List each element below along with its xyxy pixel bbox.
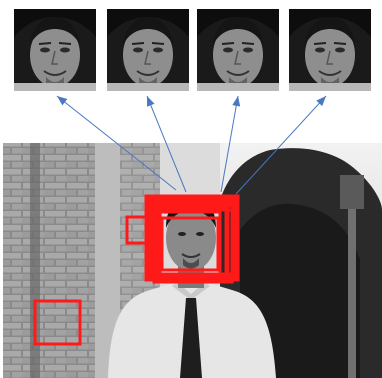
necktie — [180, 298, 202, 378]
arrow-to-crop-3 — [220, 95, 241, 193]
trees-dark — [240, 203, 360, 378]
face-crop-2 — [106, 8, 190, 92]
detection-boxes — [33, 194, 240, 346]
face-detection-box-11 — [160, 216, 220, 272]
false-positive-box-wall — [33, 299, 82, 346]
false-positive-box-small — [125, 215, 162, 245]
main-photo — [3, 143, 382, 378]
arrow-to-crop-4 — [235, 95, 327, 195]
face-detection-box-2 — [144, 194, 240, 282]
arrow-to-crop-1 — [56, 95, 177, 191]
face-crop-3 — [196, 8, 280, 92]
arrowhead — [232, 96, 241, 107]
wall-downpipe — [30, 143, 40, 378]
arrowhead — [57, 96, 68, 106]
arrow-to-crop-2 — [146, 95, 187, 193]
face-crop-1 — [13, 8, 97, 92]
lamp-post — [348, 180, 356, 378]
arrowhead — [147, 96, 155, 107]
person-face — [166, 205, 216, 271]
crop-arrows — [56, 95, 327, 195]
face-crop-4 — [288, 8, 372, 92]
lamp-sign — [340, 175, 364, 209]
arrowhead — [316, 96, 326, 107]
